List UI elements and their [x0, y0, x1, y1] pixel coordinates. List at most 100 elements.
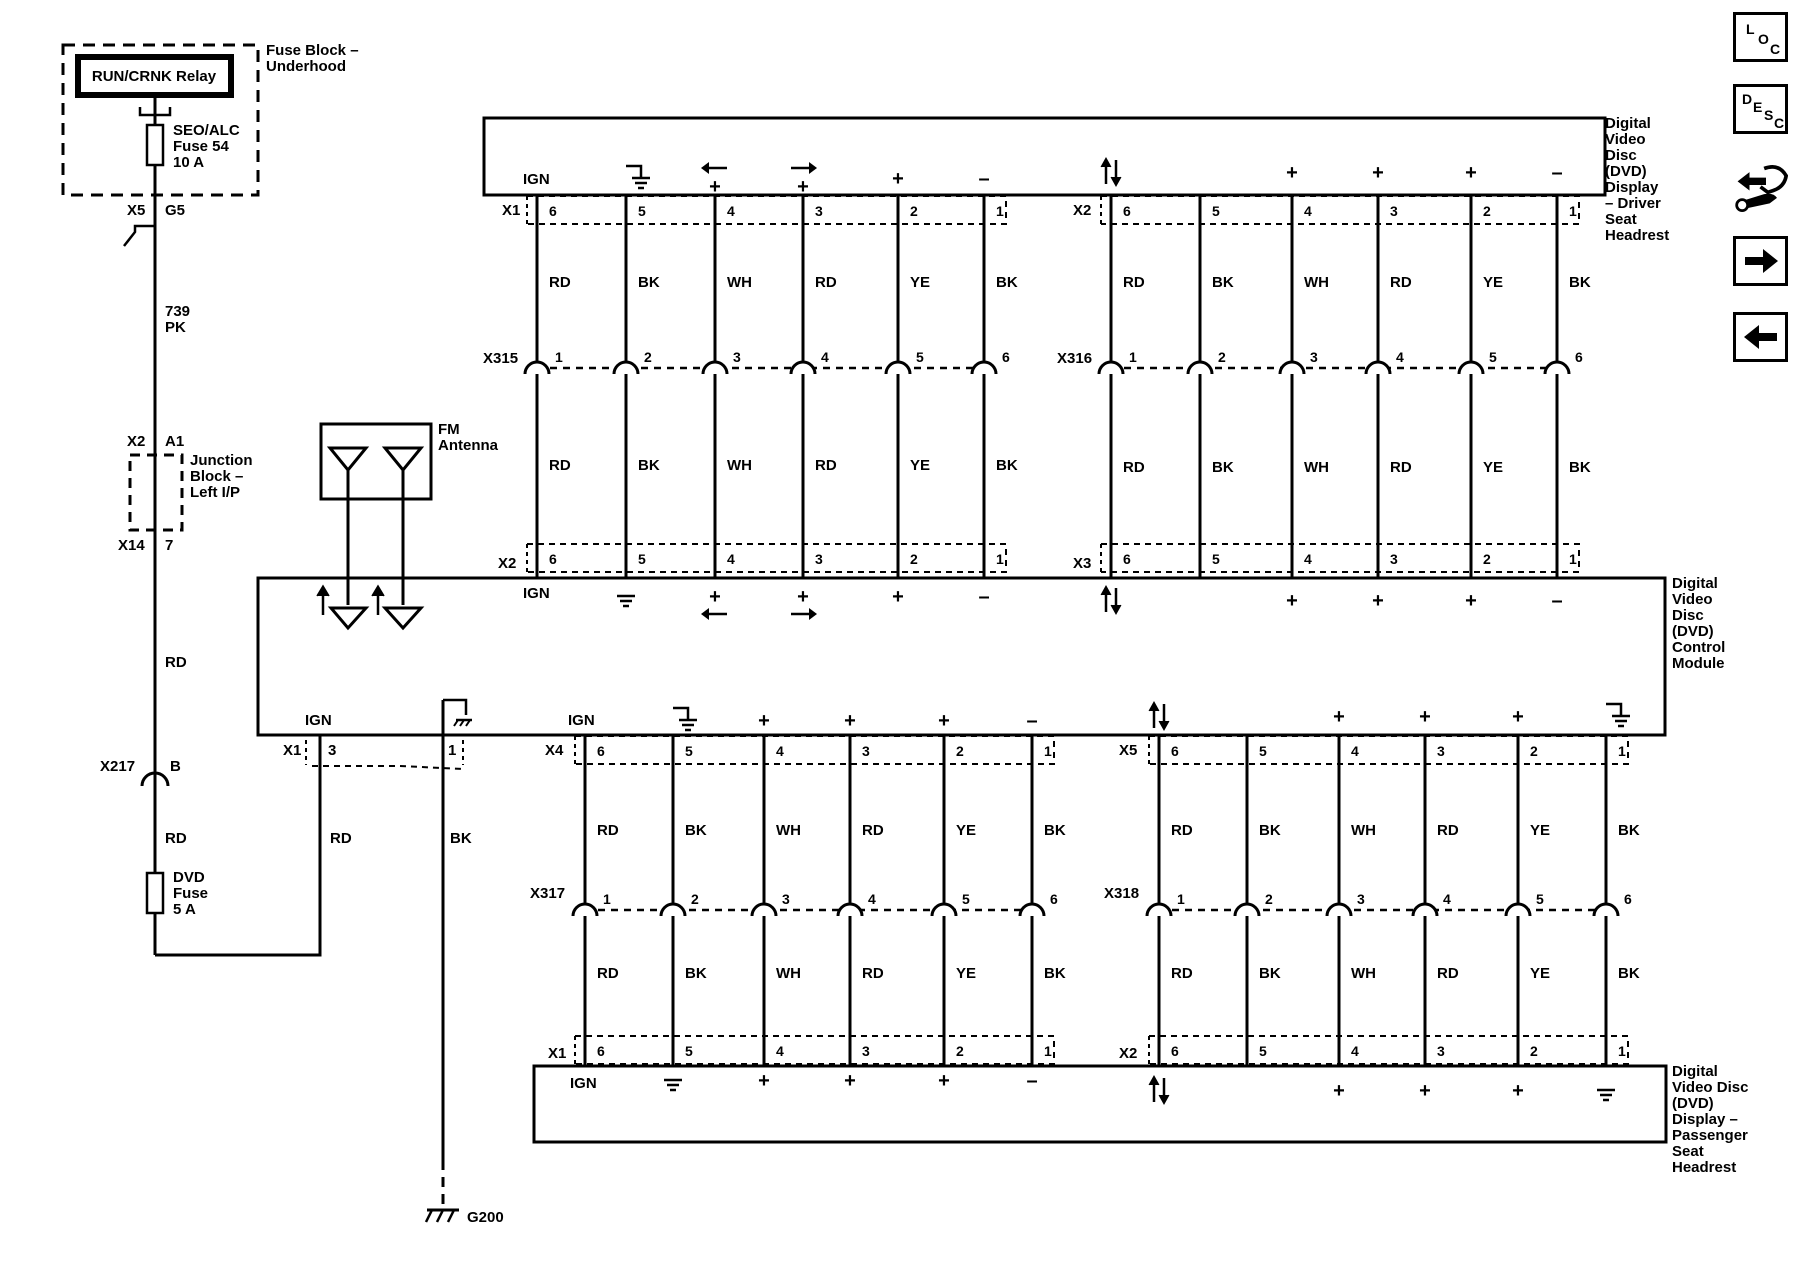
splice-pin-arc — [659, 902, 687, 917]
wire-color-label: RD — [1390, 459, 1412, 476]
pin-number: 4 — [776, 1043, 784, 1059]
wire-group-passenger-right: 661RDRD552BKBK443WHWH++334RDRD++225YEYE+… — [1145, 700, 1640, 1106]
wire-color-label: BK — [1618, 822, 1640, 839]
splice-pin-arc — [1097, 360, 1125, 375]
splice-pin-number: 3 — [1310, 349, 1318, 365]
arrow-right-icon — [791, 162, 817, 174]
cm-x1-pin1: 1 — [448, 742, 456, 759]
pd-ign-label: IGN — [570, 1075, 597, 1092]
terminal-sign-plus: + — [1333, 1080, 1345, 1102]
connector-x2-jb: X2 — [127, 433, 145, 450]
splice-pin-arc — [612, 360, 640, 375]
desc-letter-d: D — [1742, 91, 1753, 107]
splice-pin-number: 2 — [1265, 891, 1273, 907]
splice-pin-number: 6 — [1575, 349, 1583, 365]
ground-g200: G200 — [424, 1208, 504, 1226]
splice-pin-number: 6 — [1002, 349, 1010, 365]
driver-display-label-3: Disc — [1605, 147, 1637, 164]
pin-number: 3 — [862, 1043, 870, 1059]
conn-x317: X317 — [530, 885, 565, 902]
pin-number: 1 — [1618, 1043, 1626, 1059]
passenger-display-box — [532, 1064, 1668, 1144]
pin-number: 4 — [1304, 203, 1312, 219]
pin-number: 3 — [815, 551, 823, 567]
connector-x217: X217 — [100, 758, 135, 775]
dvd-fuse-symbol — [145, 871, 165, 915]
splice-pin-arc — [1325, 902, 1353, 917]
terminal-sign-plus: + — [892, 586, 904, 608]
splice-pin-arc — [1018, 902, 1046, 917]
driver-display-label-6: – Driver — [1605, 195, 1661, 212]
terminal-sign-plus: + — [709, 176, 721, 198]
driver-ign-label: IGN — [523, 171, 550, 188]
pin-number: 3 — [1437, 743, 1445, 759]
terminal-sign-plus: + — [1372, 590, 1384, 612]
wire-color-label: RD — [1437, 822, 1459, 839]
terminal-sign-plus: + — [1465, 162, 1477, 184]
arrow-down-head — [1158, 1094, 1170, 1106]
driver-display-label-1: Digital — [1605, 115, 1651, 132]
wrench-hand-icon — [1735, 165, 1788, 213]
run-crnk-relay-label: RUN/CRNK Relay — [92, 68, 217, 85]
wire-color-label: RD — [1171, 822, 1193, 839]
cm-x1-pin3: 3 — [328, 742, 336, 759]
pin-number: 1 — [996, 203, 1004, 219]
pin-number: 5 — [638, 203, 646, 219]
conn-x2-bot: X2 — [1119, 1045, 1137, 1062]
arrow-up-head — [1100, 156, 1112, 168]
conn-x2-cm: X2 — [498, 555, 516, 572]
pin-number: 6 — [1123, 551, 1131, 567]
location-button[interactable]: L O C — [1733, 12, 1788, 62]
ground-symbol-icon — [626, 164, 650, 190]
wire-color-label: BK — [996, 274, 1018, 291]
description-button[interactable]: D E S C — [1733, 84, 1788, 134]
wire-color-label: BK — [685, 965, 707, 982]
connector-outline-upper — [1101, 195, 1580, 225]
splice-pin-number: 2 — [644, 349, 652, 365]
wire-color-label: WH — [727, 274, 752, 291]
pd-label-1: Digital — [1672, 1063, 1718, 1080]
conn-x318: X318 — [1104, 885, 1139, 902]
previous-page-button[interactable] — [1733, 312, 1788, 362]
arrow-left-icon — [701, 608, 727, 620]
pin-number: 5 — [1259, 1043, 1267, 1059]
splice-pin-arc — [571, 902, 599, 917]
pd-label-2: Video Disc — [1672, 1079, 1748, 1096]
splice-pin-arc — [1543, 360, 1571, 375]
splice-pin-arc — [970, 360, 998, 375]
pin-number: 5 — [1259, 743, 1267, 759]
repair-procedure-button[interactable] — [1733, 150, 1788, 220]
fuse-54-number: Fuse 54 — [173, 138, 230, 155]
fm-antenna-label-1: FM — [438, 421, 460, 438]
splice-pin-number: 4 — [1443, 891, 1451, 907]
wire-color-label: YE — [956, 822, 976, 839]
driver-display-label-8: Headrest — [1605, 227, 1669, 244]
splice-pin-arc — [836, 902, 864, 917]
splice-pin-number: 5 — [1536, 891, 1544, 907]
splice-pin-number: 1 — [1177, 891, 1185, 907]
arrow-down-head — [1110, 176, 1122, 188]
connector-outline-upper — [575, 735, 1055, 765]
wire-color-label: BK — [1259, 965, 1281, 982]
splice-pin-number: 4 — [821, 349, 829, 365]
pin-number: 2 — [1530, 743, 1538, 759]
conn-x315: X315 — [483, 350, 518, 367]
pin-number: 3 — [815, 203, 823, 219]
wire-groups: 661RDRD552BKBK443WHWH++334RDRD++225YEYE+… — [523, 156, 1640, 1106]
ground-symbol-icon — [617, 594, 635, 608]
terminal-sign-plus: + — [758, 710, 770, 732]
fuse-54-name: SEO/ALC — [173, 122, 240, 139]
ground-lead — [626, 164, 643, 178]
splice-pin-arc — [523, 360, 551, 375]
wire-group-driver-right: 661RDRD552BKBK443WHWH++334RDRD++225YEYE+… — [1097, 156, 1591, 616]
splice-pin-number: 1 — [603, 891, 611, 907]
splice-pin-arc — [1278, 360, 1306, 375]
next-page-button[interactable] — [1733, 236, 1788, 286]
cm-ign-x1: IGN — [305, 712, 332, 729]
pd-label-4: Display – — [1672, 1111, 1738, 1128]
terminal-sign-minus: – — [978, 586, 989, 608]
pin-number: 3 — [862, 743, 870, 759]
wire-color-label: RD — [597, 965, 619, 982]
passenger-display-label: Digital Video Disc (DVD) Display – Passe… — [1672, 1063, 1748, 1176]
terminal-sign-plus: + — [1512, 1080, 1524, 1102]
